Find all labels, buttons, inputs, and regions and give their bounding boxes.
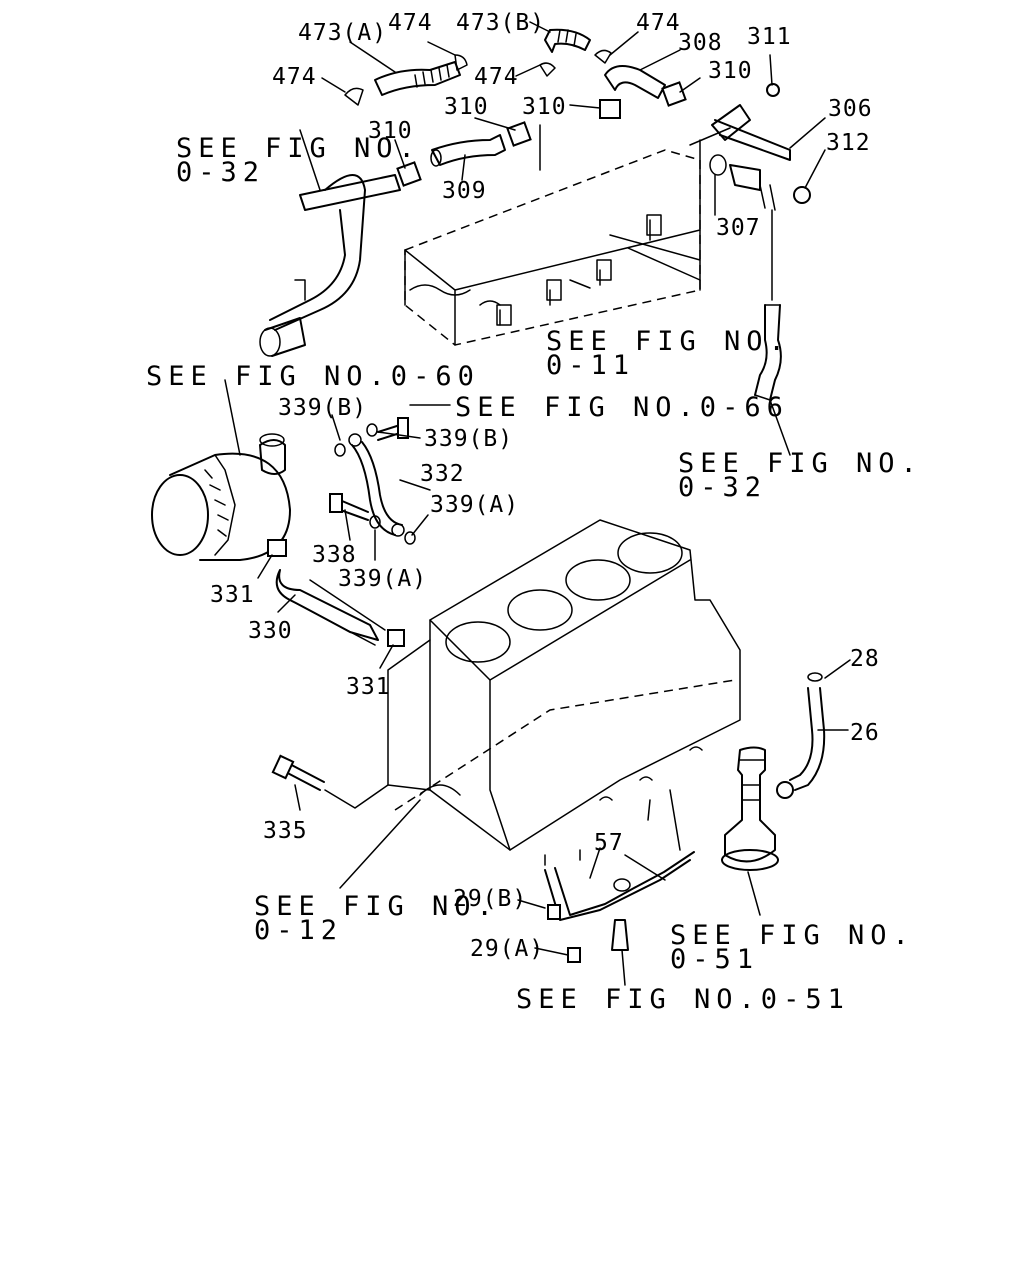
label-474-c: 474 <box>272 64 317 90</box>
label-26: 26 <box>850 720 880 746</box>
leader-lines <box>224 21 851 986</box>
ref-fig-0-60: SEE FIG NO.0-60 <box>146 361 480 392</box>
figure-references: SEE FIG NO. 0-32 SEE FIG NO. 0-11 SEE FI… <box>146 133 923 1015</box>
ref-fig-0-51-bottom: SEE FIG NO.0-51 <box>516 984 850 1015</box>
ref-fig-0-32-right-line2: 0-32 <box>678 472 767 503</box>
ref-fig-0-32-top-line1: SEE FIG NO. <box>176 133 421 164</box>
ref-fig-0-51-right-line2: 0-51 <box>670 944 759 975</box>
ref-fig-0-51-right-line1: SEE FIG NO. <box>670 920 915 951</box>
label-29b: 29(B) <box>453 886 527 912</box>
label-474-d: 474 <box>474 64 519 90</box>
label-474-a: 474 <box>388 10 433 36</box>
part-number-labels: 473(A) 474 473(B) 474 308 311 474 474 31… <box>210 10 880 962</box>
label-306: 306 <box>828 96 873 122</box>
cylinder-block-outline <box>387 519 741 851</box>
oil-filter <box>721 672 826 871</box>
label-339a-1: 339(A) <box>430 492 519 518</box>
ref-fig-0-32-right-line1: SEE FIG NO. <box>678 448 923 479</box>
label-331-b: 331 <box>346 674 391 700</box>
label-339b-1: 339(B) <box>278 395 367 421</box>
vacuum-pump-alternator <box>151 433 291 561</box>
label-473b: 473(B) <box>456 10 545 36</box>
label-474-b: 474 <box>636 10 681 36</box>
label-310-c: 310 <box>522 94 567 120</box>
label-310-d: 310 <box>368 118 413 144</box>
label-311: 311 <box>747 24 792 50</box>
ref-fig-0-12-line1: SEE FIG NO. <box>254 891 499 922</box>
label-473a: 473(A) <box>298 20 387 46</box>
stud-335 <box>271 754 389 809</box>
label-310-b: 310 <box>444 94 489 120</box>
left-water-pipe <box>259 174 401 357</box>
label-338: 338 <box>312 542 357 568</box>
label-308: 308 <box>678 30 723 56</box>
label-29a: 29(A) <box>470 936 544 962</box>
label-309: 309 <box>442 178 487 204</box>
oil-jet-pipe-57 <box>544 789 695 963</box>
label-330: 330 <box>248 618 293 644</box>
label-307: 307 <box>716 215 761 241</box>
thermostat-housing <box>689 83 811 291</box>
label-332: 332 <box>420 461 465 487</box>
ref-fig-0-11-line2: 0-11 <box>546 350 635 381</box>
label-339a-2: 339(A) <box>338 566 427 592</box>
water-hose-right <box>754 209 791 456</box>
label-28: 28 <box>850 646 880 672</box>
label-339b-2: 339(B) <box>424 426 513 452</box>
label-331-a: 331 <box>210 582 255 608</box>
ref-fig-0-11-line1: SEE FIG NO. <box>546 326 791 357</box>
ref-fig-0-66: SEE FIG NO.0-66 <box>455 392 789 423</box>
top-hoses <box>344 28 687 187</box>
ref-fig-0-12-line2: 0-12 <box>254 915 343 946</box>
cylinder-head-outline <box>404 149 701 346</box>
label-312: 312 <box>826 130 871 156</box>
oil-pipe-332 <box>329 417 416 545</box>
label-310-a: 310 <box>708 58 753 84</box>
hose-330 <box>275 569 405 647</box>
ref-fig-0-32-top-line2: 0-32 <box>176 157 265 188</box>
label-57: 57 <box>594 830 624 856</box>
label-335: 335 <box>263 818 308 844</box>
